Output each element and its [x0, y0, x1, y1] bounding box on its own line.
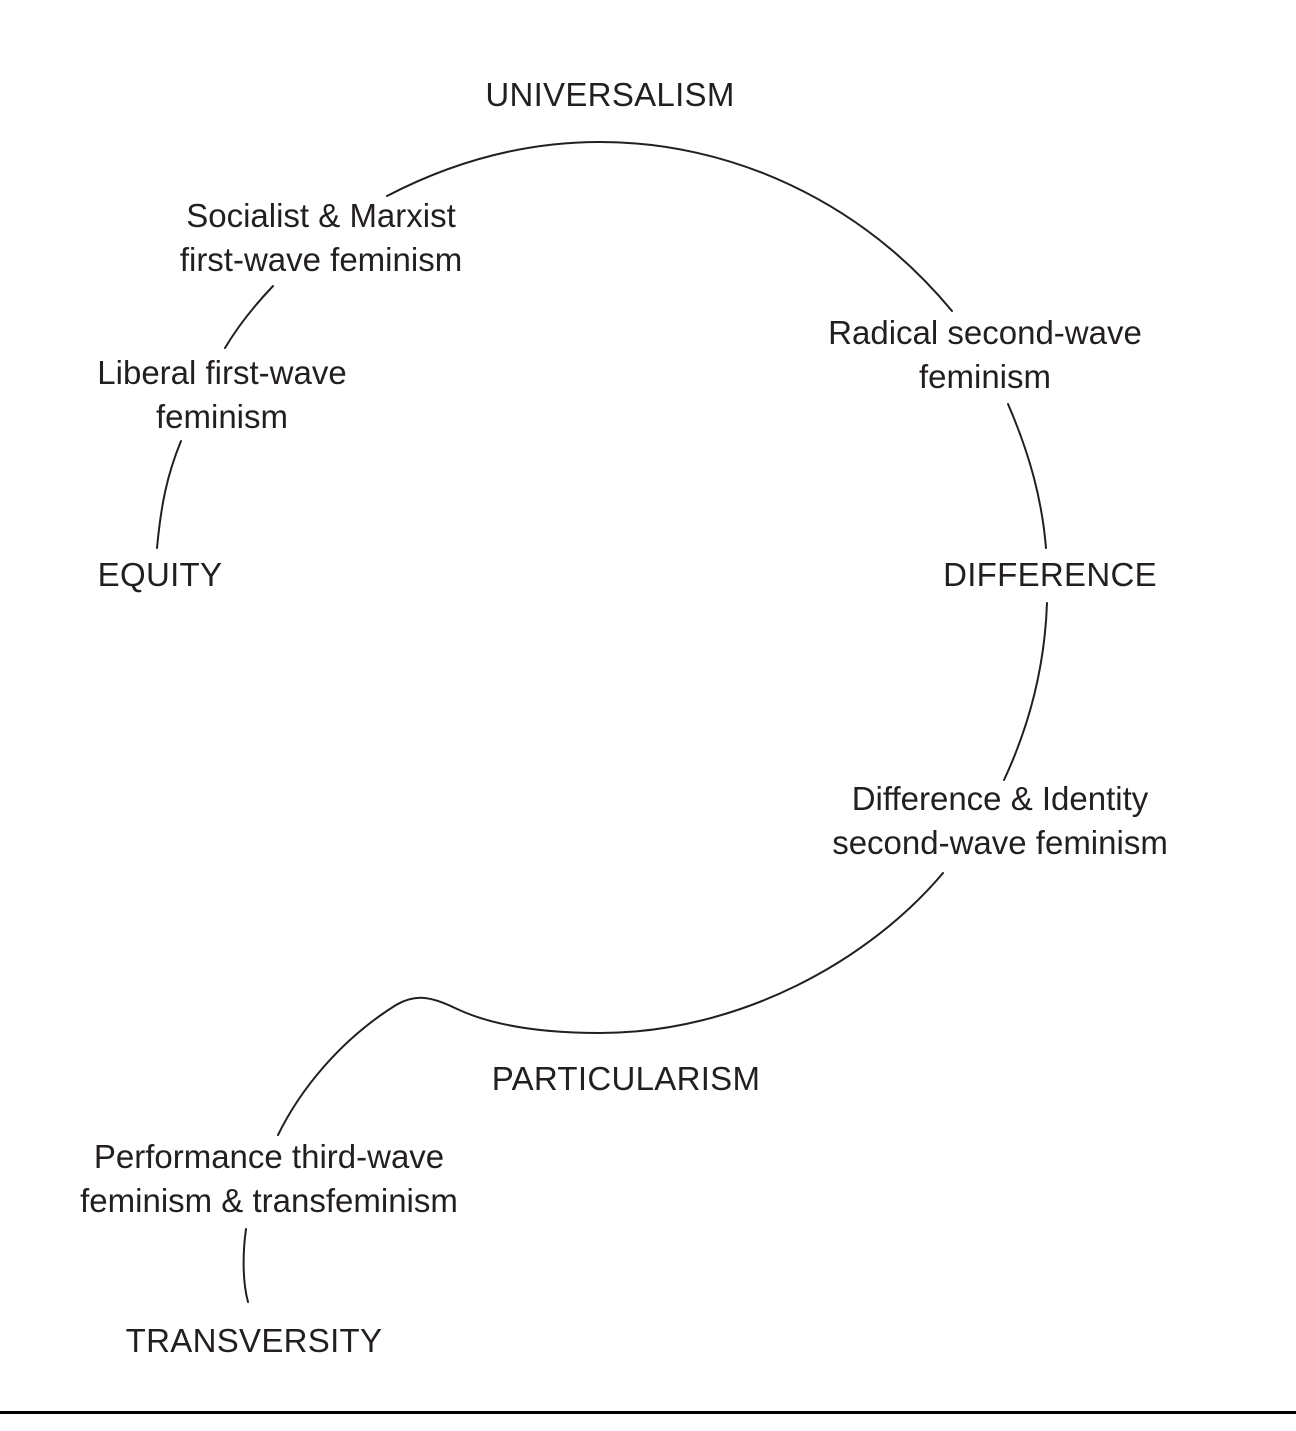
stage-liberal-line-2: feminism [155, 398, 289, 435]
connector-equity-to-liberal [156, 440, 182, 549]
stage-socialist-marxist-label: Socialist & Marxist first-wave feminism [150, 194, 492, 282]
stage-performance-line-1: Performance third-wave [93, 1138, 445, 1175]
pole-universalism: UNIVERSALISM [485, 76, 735, 113]
stage-socialist-marxist-line-2: first-wave feminism [179, 241, 463, 278]
bottom-rule [0, 1411, 1296, 1414]
stage-radical-line-1: Radical second-wave [828, 314, 1142, 351]
pole-transversity: TRANSVERSITY [125, 1322, 383, 1359]
connector-liberal-to-socialist [224, 285, 274, 349]
stage-radical-label: Radical second-wave feminism [800, 311, 1170, 399]
stage-performance-line-2: feminism & transfeminism [80, 1182, 458, 1219]
connector-identity-to-performance [277, 872, 944, 1136]
stage-performance-label: Performance third-wave feminism & transf… [50, 1135, 488, 1223]
stage-radical-line-2: feminism [918, 358, 1052, 395]
pole-equity: EQUITY [97, 556, 223, 593]
stage-liberal-line-1: Liberal first-wave [97, 354, 347, 391]
connector-difference-to-identity [1003, 602, 1048, 781]
stage-difference-identity-label: Difference & Identity second-wave femini… [805, 777, 1195, 865]
connector-radical-to-difference [1007, 403, 1047, 549]
pole-difference: DIFFERENCE [943, 556, 1157, 593]
pole-particularism: PARTICULARISM [491, 1060, 761, 1097]
stage-difference-identity-line-2: second-wave feminism [832, 824, 1168, 861]
connector-performance-to-transversity [242, 1228, 249, 1303]
stage-difference-identity-line-1: Difference & Identity [851, 780, 1149, 817]
stage-socialist-marxist-line-1: Socialist & Marxist [186, 197, 456, 234]
connector-socialist-to-radical [386, 140, 953, 312]
stage-liberal-label: Liberal first-wave feminism [72, 351, 372, 439]
